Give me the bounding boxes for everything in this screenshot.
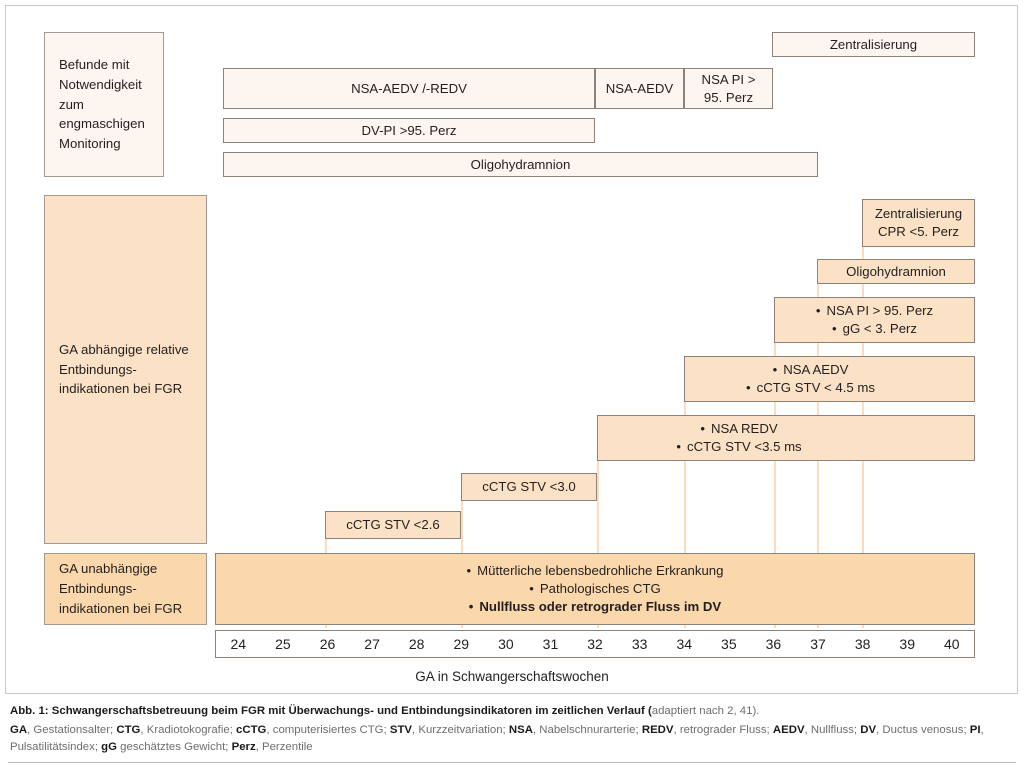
- figure-caption-legend: GA, Gestationsalter; CTG, Kradiotokograf…: [10, 722, 1014, 757]
- list-item: Mütterliche lebensbedrohliche Erkrankung: [467, 562, 723, 580]
- axis-tick-38: 38: [854, 636, 871, 652]
- figure-caption-source: adaptiert nach 2, 41).: [651, 705, 760, 717]
- figure-caption-title: Abb. 1: Schwangerschaftsbetreuung beim F…: [10, 705, 652, 717]
- section-label-monitoring-text: Befunde mit Notwendigkeit zum engmaschig…: [59, 57, 145, 152]
- staircase-box-nsa-pi-gg: NSA PI > 95. Perz gG < 3. Perz: [774, 297, 975, 343]
- legend-desc-nsa: , Nabelschnurarterie;: [532, 723, 642, 736]
- legend-abbr-perz: Perz: [231, 741, 256, 754]
- axis-tick-36: 36: [765, 636, 782, 652]
- staircase-box-nsa-redv-cctg35: NSA REDV cCTG STV <3.5 ms: [597, 415, 975, 461]
- legend-desc-cctg: , computerisiertes CTG;: [266, 723, 390, 736]
- list-item: NSA AEDV: [746, 361, 875, 379]
- list-item: Pathologisches CTG: [467, 580, 724, 598]
- axis-tick-32: 32: [587, 636, 603, 652]
- staircase-box-cctg-stv-26-label: cCTG STV <2.6: [346, 517, 440, 533]
- legend-abbr-dv: DV: [860, 723, 877, 736]
- legend-desc-aedv: , Nullfluss;: [804, 723, 861, 736]
- list-item: Nullfluss oder retrograder Fluss im DV: [467, 598, 724, 616]
- legend-abbr-ga: GA: [10, 723, 28, 736]
- legend-desc-ctg: , Kradiotokografie;: [140, 723, 237, 736]
- legend-abbr-gg: gG: [101, 741, 117, 754]
- axis-tick-28: 28: [408, 636, 425, 652]
- staircase-box-nsa-aedv-cctg45: NSA AEDV cCTG STV < 4.5 ms: [684, 356, 975, 402]
- staircase-box-cctg-stv-30: cCTG STV <3.0: [461, 473, 597, 501]
- axis-tick-29: 29: [453, 636, 470, 652]
- staircase-box-cctg-stv-26: cCTG STV <2.6: [325, 511, 461, 539]
- monitoring-bar-oligohydramnion-label: Oligohydramnion: [470, 156, 571, 172]
- axis-tick-27: 27: [364, 636, 380, 652]
- axis-caption: GA in Schwangerschaftswochen: [415, 669, 609, 684]
- staircase-box-nsa-redv-cctg35-list: NSA REDV cCTG STV <3.5 ms: [676, 420, 802, 456]
- legend-abbr-stv: STV: [389, 723, 413, 736]
- axis-tick-30: 30: [498, 636, 514, 652]
- legend-abbr-pi: PI: [969, 723, 981, 736]
- list-item: NSA REDV: [676, 420, 801, 438]
- staircase-box-zentralisierung-cpr-label: Zentralisierung CPR <5. Perz: [874, 206, 963, 239]
- section-label-relative-indications: GA abhängige relative Entbindungs-indika…: [44, 195, 207, 544]
- figure-caption-line1: Abb. 1: Schwangerschaftsbetreuung beim F…: [10, 703, 1014, 721]
- staircase-box-cctg-stv-30-label: cCTG STV <3.0: [482, 479, 576, 495]
- guide-line-week-32: [597, 437, 599, 628]
- axis-tick-35: 35: [721, 636, 737, 652]
- legend-desc-ga: , Gestationsalter;: [27, 723, 117, 736]
- monitoring-bar-zentralisierung-label: Zentralisierung: [829, 36, 918, 52]
- list-item: gG < 3. Perz: [816, 320, 933, 338]
- staircase-box-nsa-aedv-cctg45-list: NSA AEDV cCTG STV < 4.5 ms: [746, 361, 875, 397]
- monitoring-bar-zentralisierung: Zentralisierung: [772, 32, 975, 57]
- guide-line-week-34: [684, 379, 686, 628]
- staircase-box-oligohydramnion: Oligohydramnion: [817, 259, 975, 284]
- guide-line-week-36: [774, 320, 776, 628]
- axis-tick-33: 33: [631, 636, 648, 652]
- monitoring-bar-dv-pi-label: DV-PI >95. Perz: [361, 122, 457, 138]
- legend-desc-stv: , Kurzzeitvariation;: [412, 723, 509, 736]
- staircase-box-zentralisierung-cpr: Zentralisierung CPR <5. Perz: [862, 199, 975, 247]
- section-label-independent-indications-text: GA unabhängige Entbindungs-indikationen …: [59, 561, 183, 616]
- monitoring-bar-nsa-pi: NSA PI > 95. Perz: [684, 68, 773, 109]
- monitoring-bar-dv-pi: DV-PI >95. Perz: [223, 118, 595, 143]
- monitoring-bar-nsa-aedv-redv-label: NSA-AEDV /-REDV: [351, 80, 467, 96]
- independent-indications-list: Mütterliche lebensbedrohliche Erkrankung…: [467, 562, 724, 616]
- list-item: NSA PI > 95. Perz: [816, 302, 933, 320]
- legend-abbr-aedv: AEDV: [772, 723, 805, 736]
- figure-frame: [5, 5, 1018, 694]
- section-label-independent-indications: GA unabhängige Entbindungs-indikationen …: [44, 553, 207, 625]
- legend-desc-perz: , Perzentile: [255, 741, 313, 754]
- staircase-box-oligohydramnion-label: Oligohydramnion: [846, 263, 946, 279]
- section-label-monitoring: Befunde mit Notwendigkeit zum engmaschig…: [44, 32, 164, 177]
- list-item: cCTG STV < 4.5 ms: [746, 379, 875, 397]
- axis-tick-26: 26: [319, 636, 336, 652]
- axis-tick-24: 24: [230, 636, 247, 652]
- legend-abbr-redv: REDV: [641, 723, 674, 736]
- axis-tick-40: 40: [944, 636, 960, 652]
- monitoring-bar-nsa-aedv: NSA-AEDV: [595, 68, 684, 109]
- figure-caption: Abb. 1: Schwangerschaftsbetreuung beim F…: [10, 703, 1014, 757]
- section-label-relative-indications-text: GA abhängige relative Entbindungs-indika…: [59, 341, 189, 397]
- legend-desc-pi: , Pulsatilitätsindex;: [10, 723, 984, 754]
- monitoring-bar-nsa-aedv-redv: NSA-AEDV /-REDV: [223, 68, 595, 109]
- caption-divider: [8, 762, 1016, 763]
- list-item: cCTG STV <3.5 ms: [676, 438, 802, 456]
- axis-tick-37: 37: [810, 636, 826, 652]
- legend-desc-gg: geschätztes Gewicht;: [117, 741, 232, 754]
- monitoring-bar-nsa-pi-label: NSA PI > 95. Perz: [701, 71, 756, 105]
- axis-tick-25: 25: [275, 636, 291, 652]
- independent-indications-box: Mütterliche lebensbedrohliche Erkrankung…: [215, 553, 975, 625]
- gestational-age-axis: 24 25 26 27 28 29 30 31 32 33 34 35 36 3…: [215, 630, 975, 658]
- legend-desc-dv: , Ductus venosus;: [876, 723, 970, 736]
- axis-tick-31: 31: [542, 636, 559, 652]
- legend-abbr-cctg: cCTG: [236, 723, 267, 736]
- legend-abbr-nsa: NSA: [508, 723, 533, 736]
- axis-tick-39: 39: [899, 636, 915, 652]
- monitoring-bar-oligohydramnion: Oligohydramnion: [223, 152, 818, 177]
- axis-tick-34: 34: [676, 636, 693, 652]
- monitoring-bar-nsa-aedv-label: NSA-AEDV: [605, 80, 674, 96]
- legend-abbr-ctg: CTG: [116, 723, 141, 736]
- legend-desc-redv: , retrograder Fluss;: [673, 723, 773, 736]
- staircase-box-nsa-pi-gg-list: NSA PI > 95. Perz gG < 3. Perz: [816, 302, 933, 338]
